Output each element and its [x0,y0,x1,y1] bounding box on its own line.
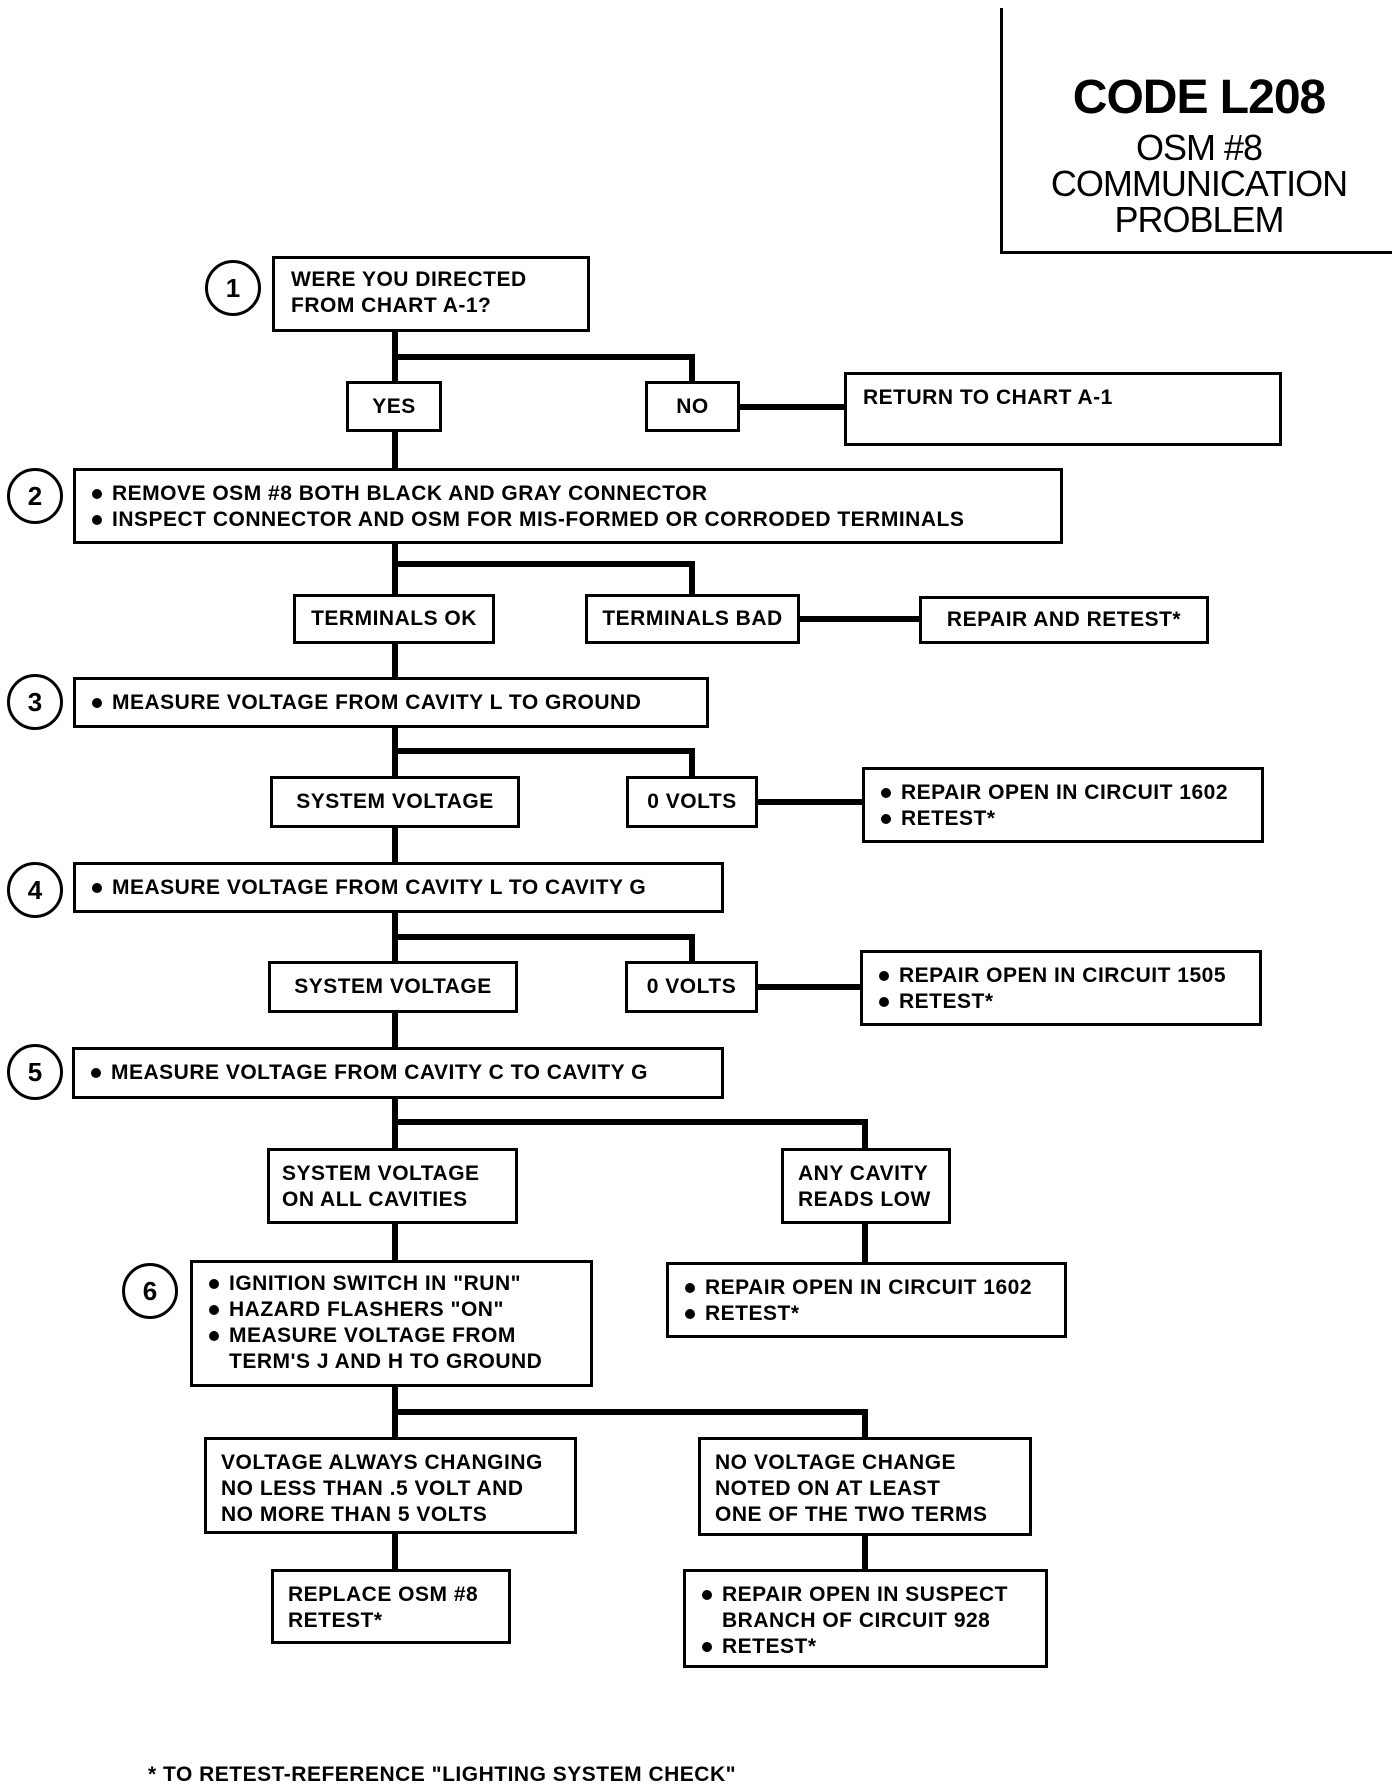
step1-question-line: WERE YOU DIRECTED [291,268,527,291]
retest-footnote: * TO RETEST-REFERENCE "LIGHTING SYSTEM C… [148,1763,737,1786]
step3-action-item: MEASURE VOLTAGE FROM CAVITY L TO GROUND [90,690,690,716]
step6-action-item: HAZARD FLASHERS "ON" [207,1297,574,1323]
step5-repair-item: REPAIR OPEN IN CIRCUIT 1602 [683,1275,1048,1301]
step3-action-box: MEASURE VOLTAGE FROM CAVITY L TO GROUND [73,677,709,728]
step3-system-voltage-box: SYSTEM VOLTAGE [270,776,520,828]
step5-repair-item: RETEST* [683,1301,1048,1327]
step2-action-item: REMOVE OSM #8 BOTH BLACK AND GRAY CONNEC… [90,481,1044,507]
step-6-circle: 6 [122,1263,178,1319]
connector-step3-bad [395,748,695,776]
step5-good-line: SYSTEM VOLTAGE [282,1162,480,1185]
step4-repair-item: RETEST* [877,989,1243,1015]
step6-action-item: MEASURE VOLTAGE FROM [207,1323,574,1349]
step1-question-box: WERE YOU DIRECTED FROM CHART A-1? [272,256,590,332]
repair-928-item: REPAIR OPEN IN SUSPECT [700,1582,1029,1608]
terminals-bad-box: TERMINALS BAD [585,594,800,644]
step4-system-voltage-box: SYSTEM VOLTAGE [268,961,518,1013]
return-chart-box: RETURN TO CHART A-1 [844,372,1282,446]
repair-retest-box: REPAIR AND RETEST* [919,596,1209,644]
step5-low-cavity-box: ANY CAVITY READS LOW [781,1148,951,1224]
step6-action-item: IGNITION SWITCH IN "RUN" [207,1271,574,1297]
replace-osm-line: RETEST* [288,1609,383,1632]
step4-zero-volts-box: 0 VOLTS [625,961,758,1013]
step1-no-box: NO [645,381,740,432]
step-1-circle: 1 [205,260,261,316]
step4-action-box: MEASURE VOLTAGE FROM CAVITY L TO CAVITY … [73,862,724,913]
chart-code: CODE L208 [1072,71,1326,124]
step6-action-continuation: TERM'S J AND H TO GROUND [229,1350,543,1373]
step6-bad-line: NOTED ON AT LEAST [715,1477,941,1500]
step4-repair-item: REPAIR OPEN IN CIRCUIT 1505 [877,963,1243,989]
title-line-1: OSM #8 [1135,127,1263,168]
step3-zero-volts-box: 0 VOLTS [626,776,758,828]
step5-bad-line: ANY CAVITY [798,1162,929,1185]
connector-step2-bad [395,561,695,594]
step6-good-line: NO MORE THAN 5 VOLTS [221,1503,488,1526]
step3-repair-box: REPAIR OPEN IN CIRCUIT 1602 RETEST* [862,767,1264,843]
replace-osm-box: REPLACE OSM #8 RETEST* [271,1569,511,1644]
return-chart-text: RETURN TO CHART A-1 [863,386,1113,409]
step5-bad-line: READS LOW [798,1188,931,1211]
step-5-circle: 5 [7,1044,63,1100]
step4-action-item: MEASURE VOLTAGE FROM CAVITY L TO CAVITY … [90,875,705,901]
repair-928-item: RETEST* [700,1634,1029,1660]
step3-repair-item: REPAIR OPEN IN CIRCUIT 1602 [879,780,1245,806]
step6-changing-box: VOLTAGE ALWAYS CHANGING NO LESS THAN .5 … [204,1437,577,1534]
step5-action-box: MEASURE VOLTAGE FROM CAVITY C TO CAVITY … [72,1047,724,1099]
step-4-circle: 4 [7,862,63,918]
step3-repair-item: RETEST* [879,806,1245,832]
step1-question-line: FROM CHART A-1? [291,294,492,317]
repair-928-box: REPAIR OPEN IN SUSPECT BRANCH OF CIRCUIT… [683,1569,1048,1668]
connector-step6-bad [395,1409,868,1437]
step2-action-item: INSPECT CONNECTOR AND OSM FOR MIS-FORMED… [90,507,1044,533]
step6-no-change-box: NO VOLTAGE CHANGE NOTED ON AT LEAST ONE … [698,1437,1032,1536]
step6-good-line: VOLTAGE ALWAYS CHANGING [221,1451,543,1474]
connector-step4-bad [395,934,695,961]
step6-good-line: NO LESS THAN .5 VOLT AND [221,1477,524,1500]
replace-osm-line: REPLACE OSM #8 [288,1583,479,1606]
step4-repair-box: REPAIR OPEN IN CIRCUIT 1505 RETEST* [860,950,1262,1026]
connector-q1-no [395,354,695,381]
title-line-2: COMMUNICATION [1050,163,1348,204]
step-3-circle: 3 [7,674,63,730]
step6-bad-line: NO VOLTAGE CHANGE [715,1451,957,1474]
repair-928-continuation: BRANCH OF CIRCUIT 928 [722,1609,991,1632]
step6-bad-line: ONE OF THE TWO TERMS [715,1503,988,1526]
step2-action-box: REMOVE OSM #8 BOTH BLACK AND GRAY CONNEC… [73,468,1063,544]
title-line-3: PROBLEM [1114,199,1284,240]
step5-system-voltage-box: SYSTEM VOLTAGE ON ALL CAVITIES [267,1148,518,1224]
step5-action-item: MEASURE VOLTAGE FROM CAVITY C TO CAVITY … [89,1060,705,1086]
step5-repair-box: REPAIR OPEN IN CIRCUIT 1602 RETEST* [666,1262,1067,1338]
step-2-circle: 2 [7,468,63,524]
connector-step5-bad [395,1119,868,1148]
terminals-ok-box: TERMINALS OK [293,594,495,644]
title-panel: CODE L208 OSM #8 COMMUNICATION PROBLEM [1000,8,1392,254]
step6-action-box: IGNITION SWITCH IN "RUN" HAZARD FLASHERS… [190,1260,593,1387]
step5-good-line: ON ALL CAVITIES [282,1188,468,1211]
step1-yes-box: YES [346,381,442,432]
